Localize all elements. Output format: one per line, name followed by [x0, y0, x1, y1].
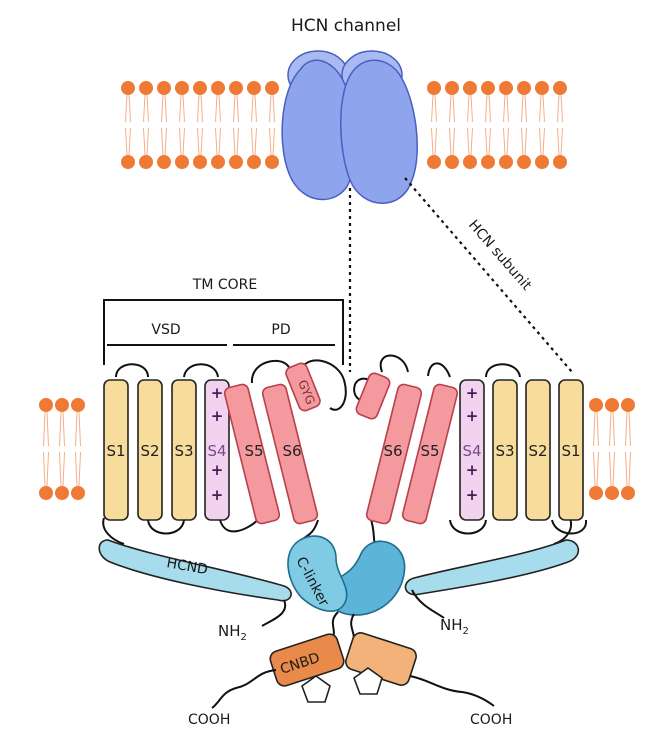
left-n-terminus-tail [261, 599, 287, 627]
lipid [481, 81, 495, 169]
right-s2-label: S2 [528, 442, 547, 460]
lipid [157, 81, 171, 169]
lipid [39, 398, 53, 500]
left-s1-label: S1 [106, 442, 125, 460]
channel-subunit-front-left [281, 59, 357, 201]
right-s6-helix [365, 383, 423, 525]
c-linker: C-linker [287, 535, 406, 616]
hcn-channel-complex [281, 50, 418, 204]
right-s4-helix [459, 379, 485, 521]
s4-charge: + [211, 461, 224, 479]
s4-charge: + [211, 384, 224, 402]
lower-lipids-right [589, 398, 635, 500]
lipid [621, 398, 635, 500]
left-pore-helix [285, 362, 321, 412]
lipid [193, 81, 207, 169]
right-c-terminus-tail [409, 675, 495, 707]
lipid [535, 81, 549, 169]
s4-charge: + [466, 384, 479, 402]
right-s3-label: S3 [495, 442, 514, 460]
left-s4-charges: + + + + [211, 384, 224, 504]
zoom-line-right [404, 177, 573, 373]
right-s4-charges: + + + + [466, 384, 479, 504]
right-s1-label: S1 [561, 442, 580, 460]
right-cooh-label: COOH [470, 712, 512, 728]
right-n-terminus-tail [411, 589, 445, 619]
lower-lipids-left [39, 398, 85, 500]
right-hcnd-shape [404, 539, 580, 596]
s4-charge: + [466, 486, 479, 504]
s4-charge: + [466, 407, 479, 425]
right-s1-helix [558, 379, 584, 521]
lipid [463, 81, 477, 169]
lipid [229, 81, 243, 169]
left-c-terminus-tail [211, 669, 277, 709]
subunit-label: HCN subunit [465, 217, 535, 294]
right-cnbd [345, 632, 417, 695]
left-cooh-label: COOH [188, 712, 230, 728]
lipid [445, 81, 459, 169]
right-s3-helix [492, 379, 518, 521]
lipid [427, 81, 441, 169]
vsd-label: VSD [151, 322, 180, 338]
right-s5-label: S5 [420, 442, 439, 460]
right-subunit: S1 S2 S3 S4 S5 S6 + + + + [355, 372, 584, 525]
lipid [175, 81, 189, 169]
tm-core-bracket [103, 299, 344, 365]
top-lipid-bilayer [121, 81, 567, 169]
right-s2-helix [525, 379, 551, 521]
left-s3-helix [171, 379, 197, 521]
lipid [605, 398, 619, 500]
lipid [517, 81, 531, 169]
right-pore-helix [355, 372, 391, 420]
pd-label: PD [271, 322, 290, 338]
lipid [71, 398, 85, 500]
left-s5-label: S5 [244, 442, 263, 460]
left-cnbd: CNBD [269, 633, 345, 703]
right-s5-helix [401, 383, 459, 525]
left-c-linker-shape [287, 535, 348, 612]
left-s5-helix [223, 383, 281, 525]
right-nh2-label: NH2 [440, 616, 469, 637]
lipid [211, 81, 225, 169]
left-hcnd-shape [98, 539, 292, 602]
right-hcnd [404, 539, 580, 596]
tm-core-label: TM CORE [192, 277, 257, 293]
lipid [499, 81, 513, 169]
s4-charge: + [466, 461, 479, 479]
right-cnbd-ligand-icon [353, 667, 383, 695]
lipid [55, 398, 69, 500]
lipid [139, 81, 153, 169]
s4-charge: + [211, 407, 224, 425]
channel-subunit-front-right [340, 59, 418, 204]
lipid [265, 81, 279, 169]
left-s1-helix [103, 379, 129, 521]
left-s2-label: S2 [140, 442, 159, 460]
s4-charge: + [211, 486, 224, 504]
left-s3-label: S3 [174, 442, 193, 460]
right-s4-label: S4 [462, 442, 481, 460]
lipid [121, 81, 135, 169]
lipid [553, 81, 567, 169]
left-s6-helix [261, 383, 319, 525]
lipid [247, 81, 261, 169]
left-s2-helix [137, 379, 163, 521]
channel-title: HCN channel [291, 16, 401, 36]
lipid [589, 398, 603, 500]
left-s4-helix [204, 379, 230, 521]
left-s4-label: S4 [207, 442, 226, 460]
top-membrane [121, 81, 567, 169]
hcnd-label: HCND [165, 555, 209, 578]
left-cnbd-ligand-icon [301, 675, 331, 703]
right-s6-label: S6 [383, 442, 402, 460]
left-s6-label: S6 [282, 442, 301, 460]
left-hcnd: HCND [98, 539, 292, 602]
left-nh2-label: NH2 [218, 622, 247, 643]
left-subunit: S1 S2 S3 S4 S5 S6 GYG ++++ [103, 362, 321, 525]
